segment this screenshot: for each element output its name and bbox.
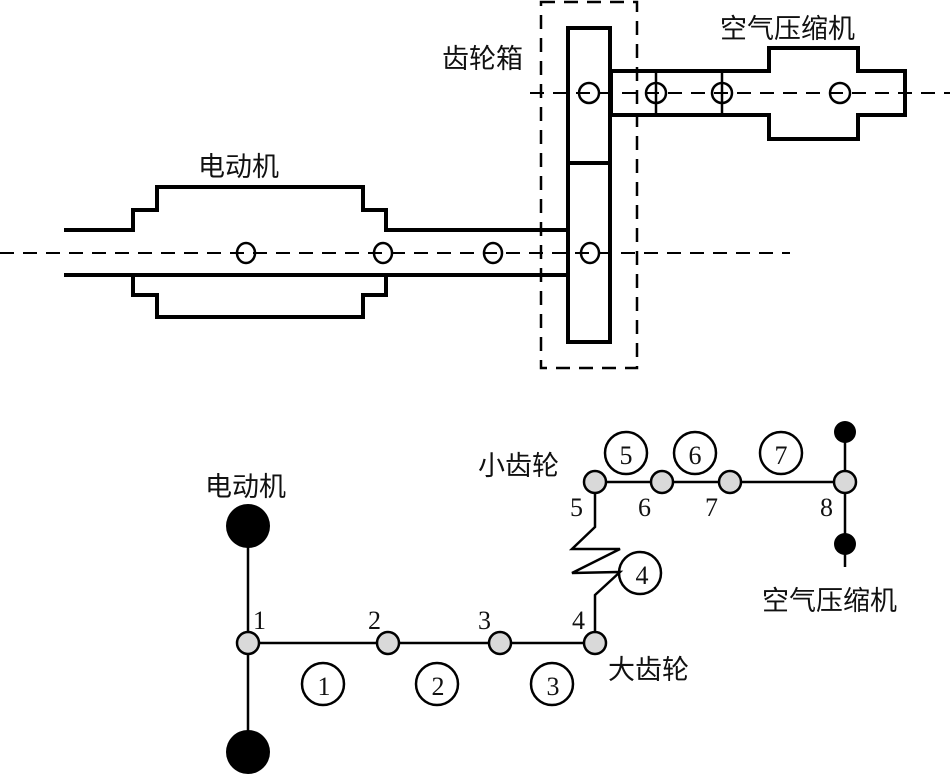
compressor-shaft-node-marker-1 — [644, 81, 668, 105]
node-label-7: 7 — [705, 493, 718, 522]
motor-label: 电动机 — [198, 152, 279, 183]
gearbox-label: 齿轮箱 — [442, 44, 523, 75]
motor-body — [64, 185, 566, 319]
element-6: 6 — [672, 430, 718, 476]
compressor-label: 空气压缩机 — [720, 14, 855, 45]
compressor-mass-bottom — [834, 533, 856, 555]
element-circle-6 — [672, 430, 718, 476]
element-circle-4 — [617, 550, 663, 596]
compressor-mass-top — [834, 421, 856, 443]
element-number-2: 2 — [432, 672, 445, 701]
element-number-1: 1 — [318, 672, 331, 701]
gear-bar — [566, 26, 612, 344]
motor-node-marker — [235, 241, 257, 265]
node-5 — [582, 469, 608, 495]
element-number-4: 4 — [636, 561, 649, 590]
node-6 — [649, 469, 675, 495]
element-number-3: 3 — [547, 672, 560, 701]
element-7: 7 — [758, 430, 804, 476]
node-1 — [235, 630, 261, 656]
motor-mass-top — [226, 504, 270, 548]
gearbox-boundary — [539, 0, 639, 370]
compressor-body — [609, 46, 907, 141]
bottom-model: 1 2 3 4 5 6 7 8 1 2 3 4 5 6 — [205, 421, 897, 774]
element-number-5: 5 — [620, 441, 633, 470]
big-gear-label: 大齿轮 — [608, 655, 689, 686]
motor-model-label: 电动机 — [205, 472, 286, 503]
gear-mesh-spring — [568, 482, 624, 643]
compressor-shaft-node-marker-2 — [710, 81, 734, 105]
pinion-node-marker — [577, 81, 601, 105]
node-label-3: 3 — [478, 606, 491, 635]
element-1: 1 — [300, 661, 346, 707]
node-4 — [582, 630, 608, 656]
compressor-node-marker — [828, 81, 852, 105]
node-label-4: 4 — [572, 606, 585, 635]
compressor-model-label: 空气压缩机 — [762, 586, 897, 617]
node-label-5: 5 — [570, 493, 583, 522]
coupling-node-marker-2 — [482, 241, 504, 265]
element-3: 3 — [529, 661, 575, 707]
top-schematic: 电动机 齿轮箱 空气压缩机 — [0, 0, 950, 370]
node-label-1: 1 — [253, 606, 266, 635]
element-circle-5 — [603, 430, 649, 476]
motor-mass-bottom — [226, 730, 270, 774]
element-number-6: 6 — [689, 441, 702, 470]
node-3 — [487, 630, 513, 656]
node-label-2: 2 — [368, 606, 381, 635]
node-label-8: 8 — [820, 493, 833, 522]
element-circle-1 — [300, 661, 346, 707]
element-circle-7 — [758, 430, 804, 476]
node-8 — [832, 469, 858, 495]
element-number-7: 7 — [775, 441, 788, 470]
big-gear-node-marker — [579, 241, 601, 265]
coupling-node-marker-1 — [372, 241, 394, 265]
element-4: 4 — [617, 550, 663, 596]
node-7 — [717, 469, 743, 495]
element-5: 5 — [603, 430, 649, 476]
element-2: 2 — [414, 661, 460, 707]
node-label-6: 6 — [638, 493, 651, 522]
element-circle-2 — [414, 661, 460, 707]
pinion-label: 小齿轮 — [478, 451, 559, 482]
element-circle-3 — [529, 661, 575, 707]
node-2 — [375, 630, 401, 656]
